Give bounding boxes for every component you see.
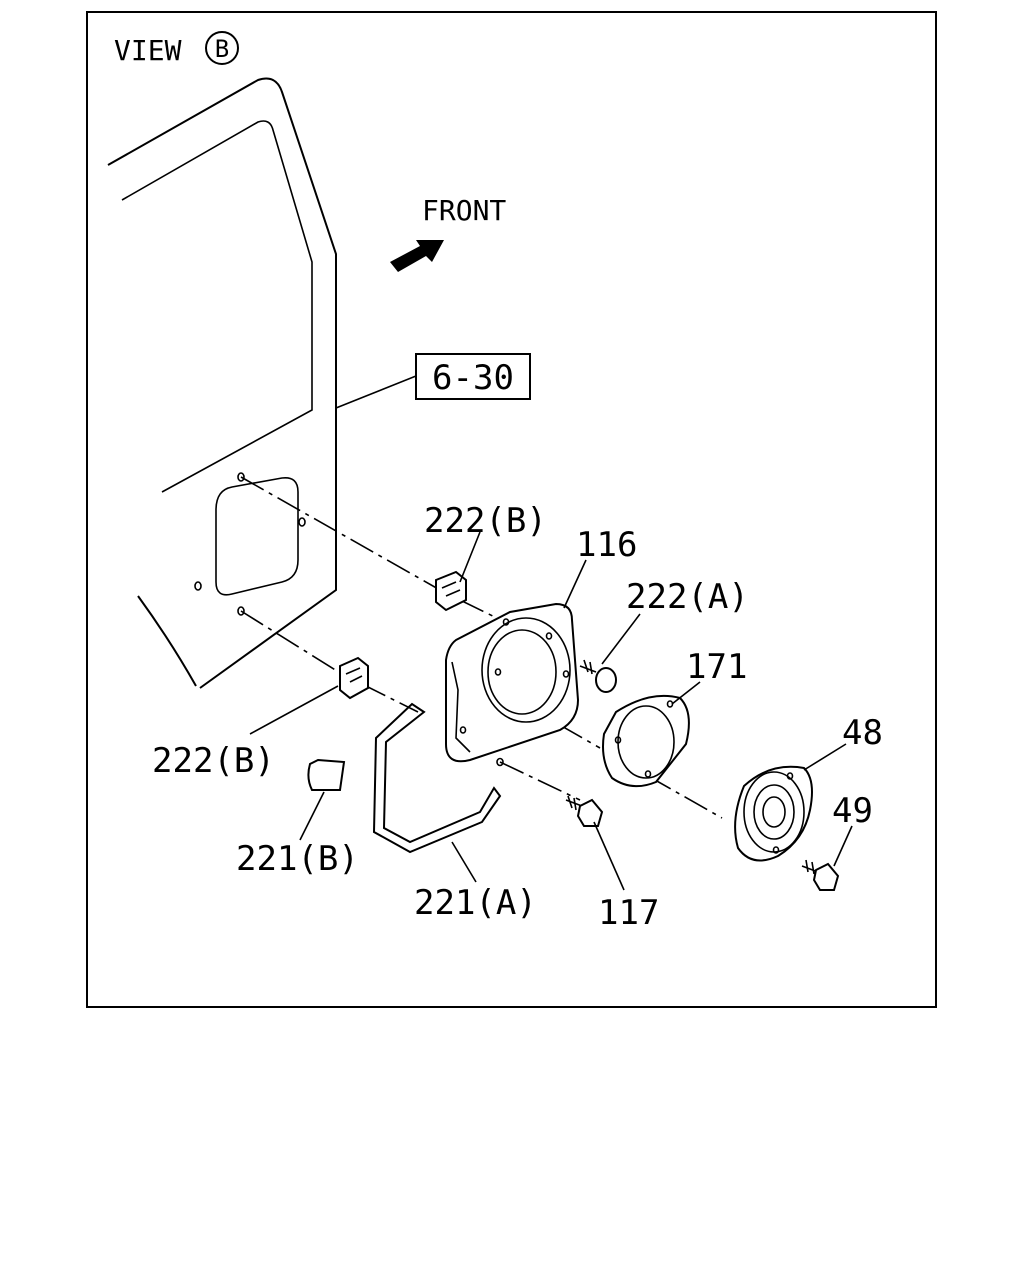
view-letter: B: [215, 35, 229, 63]
diagram-frame: [86, 11, 937, 1008]
ref-box: [415, 353, 531, 400]
screw-49: [801, 859, 840, 891]
callout-222b-left: 222(B): [152, 741, 275, 781]
callout-221b: 221(B): [236, 839, 359, 879]
screw-222a: [579, 659, 617, 693]
leader-lines: [249, 531, 853, 891]
callout-48: 48: [842, 713, 883, 753]
ref-callout: 6-30: [335, 353, 531, 409]
pad-221b: [307, 758, 346, 791]
front-arrow-icon: [390, 240, 444, 272]
view-letter-circle: [205, 31, 239, 65]
view-title: VIEW B: [114, 31, 239, 67]
callout-222a: 222(A): [626, 577, 749, 617]
screw-117: [565, 795, 604, 827]
view-prefix: VIEW: [114, 34, 182, 67]
callout-116: 116: [576, 525, 637, 565]
callout-117: 117: [598, 893, 659, 933]
callout-221a: 221(A): [414, 883, 537, 923]
bracket-116: [445, 602, 580, 767]
callout-49: 49: [832, 791, 873, 831]
front-label: FRONT: [422, 194, 506, 227]
ref-box-label: 6-30: [432, 358, 514, 398]
seal-221a: [372, 702, 502, 854]
clip-222b-upper: [435, 570, 467, 612]
callout-171: 171: [686, 647, 747, 687]
clip-222b-lower: [339, 656, 369, 700]
speaker-48: [734, 765, 813, 862]
ring-171: [602, 694, 690, 788]
callout-labels: 222(B) 116 222(A) 171 48 49 222(B) 221(B…: [152, 501, 883, 933]
body-panel: [107, 77, 337, 689]
callout-222b-top: 222(B): [424, 501, 547, 541]
